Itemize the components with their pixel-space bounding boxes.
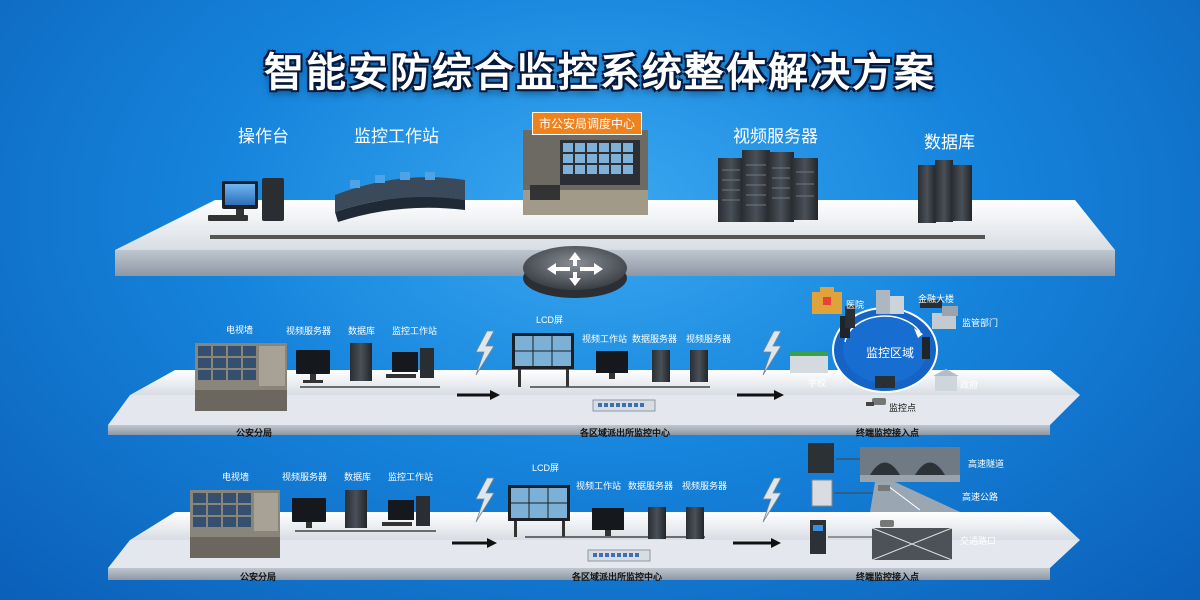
tier1-lightning-left-icon <box>476 331 494 375</box>
tier2-footer-mid: 各区域派出所监控中心 <box>572 570 662 583</box>
tier2-label-crossing: 交通路口 <box>960 534 996 547</box>
tier2-label-videowall: 电视墙 <box>222 470 249 483</box>
tier1-data-server-icon <box>652 350 670 382</box>
tier2-label-tunnel: 高速隧道 <box>968 457 1004 470</box>
top-label-workstation: 监控工作站 <box>354 122 439 147</box>
tier1-videowall-photo <box>195 343 287 411</box>
tier2-footer-right: 终端监控接入点 <box>856 570 919 583</box>
tier1-label-government: 政府 <box>960 378 978 391</box>
command-center-photo <box>523 130 648 215</box>
tier2-switch-icon <box>588 550 650 561</box>
tier2-highway-photo <box>870 482 960 512</box>
tier2-label-workstation: 监控工作站 <box>388 470 433 483</box>
tier2-label-video-server: 视频服务器 <box>282 470 327 483</box>
tier2-video-server-icon <box>686 507 704 539</box>
tier1-finance-icon <box>876 290 904 314</box>
tier1-label-regulator: 监管部门 <box>962 316 998 329</box>
tier2-tunnel-photo <box>860 447 960 482</box>
database-cabinet-icon <box>918 160 972 223</box>
top-label-database: 数据库 <box>924 128 975 153</box>
tier1-label-workstation: 监控工作站 <box>392 324 437 337</box>
tier2-db-tower-icon <box>345 490 367 528</box>
tier1-switch-icon <box>593 400 655 411</box>
tier1-label-point: 监控点 <box>889 401 916 414</box>
tier2-label-video-ws: 视频工作站 <box>576 479 621 492</box>
tier1-label-videowall: 电视墙 <box>226 323 253 336</box>
tier1-school-icon <box>790 352 828 373</box>
tier1-label-video-server-mid: 视频服务器 <box>686 332 731 345</box>
tier1-label-video-server: 视频服务器 <box>286 324 331 337</box>
tier2-label-data-server: 数据服务器 <box>628 479 673 492</box>
tier2-label-video-server-mid: 视频服务器 <box>682 479 727 492</box>
tier1-label-database: 数据库 <box>348 324 375 337</box>
tier2-label-lcd: LCD屏 <box>532 461 559 474</box>
tier1-label-zone: 监控区域 <box>866 344 914 361</box>
tier1-video-server-icon <box>690 350 708 382</box>
top-label-command-center: 市公安局调度中心 <box>532 112 642 135</box>
tier1-footer-right: 终端监控接入点 <box>856 426 919 439</box>
tier1-label-school: 学校 <box>808 376 826 389</box>
tier1-label-video-ws: 视频工作站 <box>582 332 627 345</box>
tier1-label-finance: 金融大楼 <box>918 292 954 305</box>
tier2-label-highway: 高速公路 <box>962 490 998 503</box>
tier1-hospital-icon <box>812 287 842 314</box>
tier2-videowall-photo <box>190 490 280 558</box>
tier2-footer-left: 公安分局 <box>240 570 276 583</box>
tier1-label-data-server: 数据服务器 <box>632 332 677 345</box>
router-icon <box>523 246 627 298</box>
tier1-db-tower-icon <box>350 343 372 381</box>
tier1-label-lcd: LCD屏 <box>536 313 563 326</box>
tier2-label-database: 数据库 <box>344 470 371 483</box>
tier1-label-hospital: 医院 <box>846 298 864 311</box>
tier1-lightning-right-icon <box>763 331 781 375</box>
top-label-console: 操作台 <box>238 122 289 147</box>
tier2-data-server-icon <box>648 507 666 539</box>
tier1-regulator-icon <box>932 306 958 329</box>
top-label-video-server: 视频服务器 <box>733 122 818 147</box>
server-rack-group-icon <box>718 150 818 222</box>
tier1-footer-left: 公安分局 <box>236 426 272 439</box>
tier1-footer-mid: 各区域派出所监控中心 <box>580 426 670 439</box>
